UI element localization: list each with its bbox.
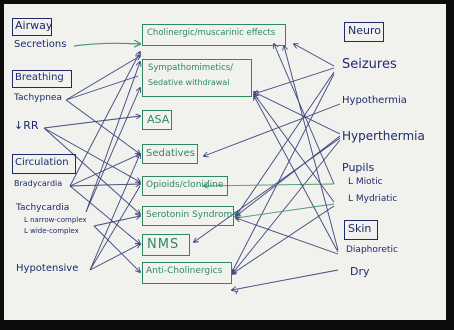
secretions-label: Secretions <box>14 39 67 50</box>
arrow <box>69 52 140 187</box>
dry-label: Dry <box>350 265 370 278</box>
breathing-box <box>12 70 72 88</box>
arrow <box>43 127 140 182</box>
arrow <box>254 94 335 203</box>
bradycardia-label: Bradycardia <box>14 179 63 188</box>
skin-box <box>344 220 378 240</box>
arrow <box>284 46 339 251</box>
opioids-label: Opioids/clonidine <box>146 180 224 190</box>
opioids-box <box>142 176 228 196</box>
decreased-rr-label: ↓RR <box>14 119 39 132</box>
arrow <box>65 75 139 101</box>
arrow <box>65 56 140 101</box>
asa-box <box>142 110 172 130</box>
arrow <box>232 139 341 274</box>
wide-complex-label: L wide-complex <box>24 227 79 235</box>
sedatives-box <box>142 144 198 164</box>
airway-box <box>12 18 52 36</box>
seizures-label: Seizures <box>342 57 397 72</box>
narrow-complex-label: L narrow-complex <box>24 216 87 224</box>
arrow <box>85 62 140 213</box>
arrow <box>236 71 335 216</box>
diaphoretic-label: Diaphoretic <box>346 245 398 255</box>
tachycardia-label: Tachycardia <box>16 203 70 213</box>
airway-title: Airway <box>15 19 53 32</box>
arrow <box>235 289 239 295</box>
arrow <box>232 205 335 274</box>
anticholinergics-box <box>142 262 232 284</box>
arrow <box>89 154 140 271</box>
asa-label: ASA <box>147 113 170 126</box>
arrow <box>89 185 141 271</box>
arrow <box>236 135 341 216</box>
arrow <box>93 225 140 272</box>
serotonin-label: Serotonin Syndrome <box>146 210 238 220</box>
arrow <box>236 203 335 218</box>
sedative-withdrawal-label: Sedative withdrawal <box>148 78 230 87</box>
sympathomimetics-box <box>142 59 252 97</box>
sedatives-label: Sedatives <box>146 148 195 159</box>
pupils-label: Pupils <box>342 161 375 174</box>
sympathomimetics-label: Sympathomimetics/ <box>148 63 234 73</box>
hypothermia-label: Hypothermia <box>342 95 407 106</box>
skin-title: Skin <box>348 222 372 235</box>
arrow <box>69 154 140 187</box>
whiteboard: Airway Secretions Breathing Tachypnea ↓R… <box>4 4 446 320</box>
cholinergic-label: Cholinergic/muscarinic effects <box>147 28 276 38</box>
neuro-title: Neuro <box>348 24 381 37</box>
arrow <box>194 137 341 242</box>
arrow <box>232 269 339 290</box>
arrow <box>85 88 140 213</box>
circulation-title: Circulation <box>15 157 69 168</box>
nms-box <box>142 234 190 256</box>
arrow-layer <box>43 4 341 295</box>
arrow <box>93 216 140 227</box>
tachypnea-label: Tachypnea <box>14 93 62 103</box>
arrow <box>204 184 335 186</box>
arrow <box>43 127 140 214</box>
mydriatic-label: L Mydriatic <box>348 194 398 204</box>
arrow <box>294 44 335 67</box>
hyperthermia-label: Hyperthermia <box>342 129 425 143</box>
arrow <box>254 92 341 135</box>
circulation-box <box>12 154 76 174</box>
arrow <box>236 218 339 255</box>
cholinergic-box <box>142 24 286 46</box>
miotic-label: L Miotic <box>348 177 383 187</box>
arrow <box>69 184 140 186</box>
arrow <box>43 116 140 129</box>
arrow <box>73 43 140 46</box>
hypotensive-label: Hypotensive <box>16 263 79 274</box>
arrow <box>69 185 140 244</box>
arrow <box>254 96 339 253</box>
breathing-title: Breathing <box>15 72 64 83</box>
arrow <box>65 99 140 154</box>
anticholinergics-label: Anti-Cholinergics <box>146 266 223 276</box>
arrow <box>274 44 335 185</box>
arrow <box>254 67 335 94</box>
neuro-box <box>344 22 384 42</box>
arrow <box>232 73 335 272</box>
serotonin-box <box>142 206 234 226</box>
nms-label: NMS <box>147 237 180 252</box>
arrow <box>89 244 140 271</box>
